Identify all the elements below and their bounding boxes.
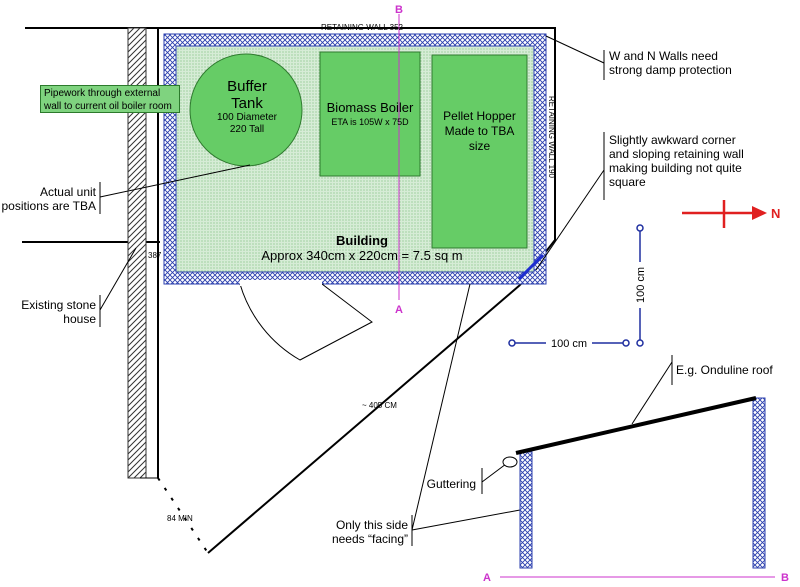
pellet-hopper-line-1: Pellet Hopper — [443, 109, 516, 123]
dim-387-label: 387 — [148, 251, 162, 260]
stone-house-note-line-2: house — [63, 312, 96, 326]
leader-stone-house — [99, 247, 137, 311]
roof-note: E.g. Onduline roof — [676, 363, 773, 377]
gutter-shape — [502, 456, 518, 468]
section-a-bottom-label: A — [395, 304, 403, 316]
building-size: Approx 340cm x 220cm = 7.5 sq m — [261, 248, 463, 263]
corner-edge — [517, 253, 545, 281]
stone-house-note: Existing stone house — [0, 298, 96, 326]
corner-note-line-4: square — [609, 175, 646, 189]
elevation-roof — [515, 396, 757, 455]
retaining-wall-e-label: RETAINING WALL 190 — [547, 96, 556, 179]
corner-note-line-2: and sloping retaining wall — [609, 147, 744, 161]
scale-v-label-bg — [632, 262, 648, 308]
damp-note-line-2: strong damp protection — [609, 63, 732, 77]
north-label: N — [771, 206, 780, 221]
buffer-tank-title-1: Buffer — [227, 78, 267, 95]
pipework-note-box: Pipework through external wall to curren… — [40, 85, 180, 113]
section-a-elev-label: A — [483, 572, 491, 584]
actual-unit-note-line-2: positions are TBA — [1, 199, 97, 213]
pipework-note-line-1: Pipework through external — [44, 88, 161, 99]
leader-facing-1 — [411, 283, 471, 531]
guttering-note: Guttering — [426, 477, 476, 491]
biomass-boiler-detail: ETA is 105W x 75D — [331, 117, 409, 127]
leader-gutter — [481, 463, 507, 483]
stone-house-note-line-1: Existing stone — [21, 298, 96, 312]
buffer-tank-label: Buffer Tank 100 Diameter 220 Tall — [193, 78, 301, 136]
scale-h-end-right — [622, 339, 630, 347]
actual-unit-note: Actual unit positions are TBA — [0, 185, 97, 213]
biomass-boiler-title: Biomass Boiler — [326, 100, 414, 115]
door-gap — [240, 280, 322, 286]
site-boundary-slope — [207, 284, 521, 554]
facing-note-line-2: needs “facing” — [331, 532, 408, 546]
leader-facing-2 — [411, 509, 521, 531]
retaining-wall-n-label: RETAINING WALL 352 — [321, 23, 404, 32]
scale-v-label: 100 cm — [635, 267, 647, 303]
damp-note: W and N Walls need strong damp protectio… — [609, 49, 789, 77]
buffer-tank-detail-2: 220 Tall — [229, 124, 265, 135]
north-arrow-head — [752, 206, 767, 220]
actual-unit-note-line-1: Actual unit — [39, 185, 96, 199]
corner-note-line-3: making building not quite — [609, 161, 742, 175]
leader-roof — [631, 361, 673, 425]
dim-405-label: ~ 405 CM — [362, 401, 397, 410]
pipework-note-line-2: wall to current oil boiler room — [44, 101, 172, 112]
biomass-boiler — [319, 51, 421, 177]
scale-h-label: 100 cm — [551, 338, 587, 350]
biomass-boiler-label: Biomass Boiler ETA is 105W x 75D — [320, 100, 420, 129]
leader-actual-unit — [99, 164, 251, 198]
pellet-hopper-line-2: Made to TBA — [444, 124, 515, 138]
buffer-tank-title-2: Tank — [231, 95, 263, 112]
section-b-top-label: B — [395, 4, 403, 16]
scale-v-end-top — [636, 224, 644, 232]
scale-h-end-left — [508, 339, 516, 347]
building-title: Building — [336, 233, 388, 248]
pellet-hopper-line-3: size — [468, 139, 491, 153]
building-label: Building Approx 340cm x 220cm = 7.5 sq m — [232, 233, 492, 264]
corner-note: Slightly awkward corner and sloping reta… — [609, 133, 794, 189]
leader-corner — [535, 169, 605, 271]
scale-v-end-bottom — [636, 339, 644, 347]
facing-note-line-1: Only this side — [335, 518, 408, 532]
elevation-wall-right — [752, 397, 766, 569]
section-b-elev-label: B — [781, 572, 789, 584]
pellet-hopper — [431, 54, 528, 249]
door-swing — [239, 283, 373, 361]
facing-note: Only this side needs “facing” — [300, 518, 408, 546]
corner-note-line-1: Slightly awkward corner — [609, 133, 736, 147]
buffer-tank-detail-1: 100 Diameter — [216, 112, 278, 123]
stone-house-wall — [127, 27, 147, 479]
damp-note-line-1: W and N Walls need — [609, 49, 718, 63]
pellet-hopper-label: Pellet Hopper Made to TBA size — [432, 109, 527, 154]
dim-84-label: 84 MIN — [167, 514, 193, 523]
elevation-wall-left — [519, 451, 533, 569]
leader-damp — [545, 35, 605, 64]
scale-h-label-bg — [546, 335, 592, 351]
